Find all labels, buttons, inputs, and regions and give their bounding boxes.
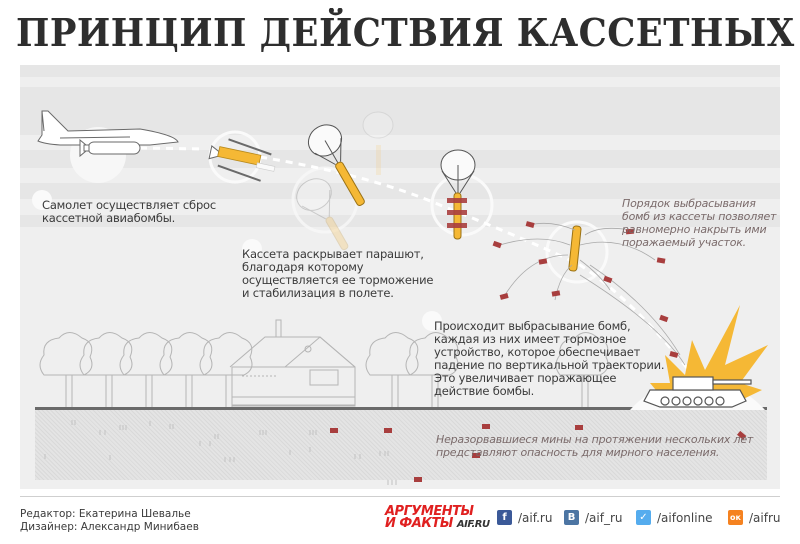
twitter-icon: ✓ — [636, 510, 651, 525]
social-link-vk[interactable]: B /aif_ru — [564, 510, 623, 525]
dispersal-cassette-icon — [499, 222, 686, 366]
house-icon — [229, 319, 356, 407]
airplane-icon — [37, 110, 179, 146]
step-1-caption: Самолет осуществляет сброс кассетной ави… — [42, 198, 217, 225]
social-link-twitter[interactable]: ✓ /aifonline — [636, 510, 713, 525]
credits: Редактор: Екатерина Шевалье Дизайнер: Ал… — [20, 508, 199, 534]
parachute-cassette-icon — [296, 178, 349, 251]
illustration-panel: Самолет осуществляет сброс кассетной ави… — [20, 65, 780, 489]
editor-credit: Редактор: Екатерина Шевалье — [20, 508, 191, 520]
ok-icon: ок — [728, 510, 743, 525]
bg-stripe — [20, 87, 780, 135]
page-title: ПРИНЦИП ДЕЙСТВИЯ КАССЕТНЫХ БОМБ — [16, 10, 800, 55]
dispersal-note: Порядок выбрасывания бомб из кассеты поз… — [622, 197, 777, 249]
parachute-cassette-icon — [440, 149, 476, 240]
tree-icon — [39, 332, 609, 407]
step-3-caption: Происходит выбрасывание бомб, каждая из … — [434, 319, 665, 398]
bg-stripe — [20, 65, 780, 77]
parachute-cassette-icon — [307, 124, 365, 206]
facebook-icon: f — [497, 510, 512, 525]
social-link-facebook[interactable]: f /aif.ru — [497, 510, 552, 525]
footer-divider — [20, 496, 780, 497]
tank-icon — [643, 376, 752, 408]
ground-line — [35, 407, 767, 410]
cluster-bomb-icon — [79, 138, 141, 158]
submunition-icon — [330, 221, 747, 482]
social-link-odnoklassniki[interactable]: ок /aifru — [728, 510, 781, 525]
designer-credit: Дизайнер: Александр Минибаев — [20, 521, 199, 533]
step-2-caption: Кассета раскрывает парашют, благодаря ко… — [242, 247, 434, 300]
vk-icon: B — [564, 510, 579, 525]
unexploded-note: Неразорвавшиеся мины на протяжении неско… — [436, 433, 754, 459]
scene-illustration — [32, 110, 768, 485]
ground-hatch — [35, 410, 767, 480]
opening-cassette-icon — [208, 138, 276, 182]
aif-logo[interactable]: АРГУМЕНТЫ И ФАКТЫ AIF.RU — [385, 504, 490, 531]
